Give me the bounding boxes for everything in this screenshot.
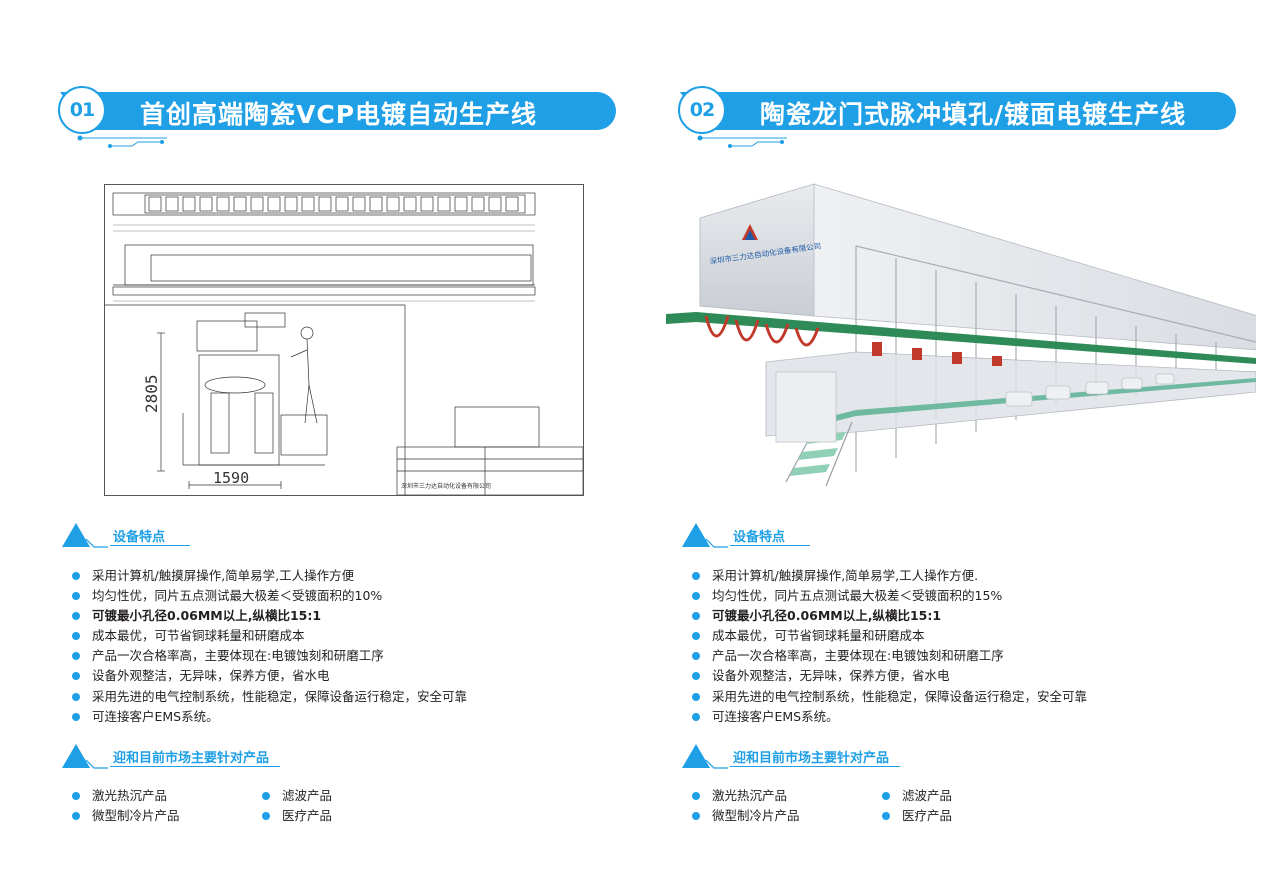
list-item: 采用计算机/触摸屏操作,简单易学,工人操作方便 [72, 566, 467, 586]
triangle-icon [62, 744, 108, 769]
section-number: 01 [58, 86, 106, 134]
products-heading-label: 迎和目前市场主要针对产品 [113, 751, 270, 766]
page-01: 01 首创高端陶瓷VCP电镀自动生产线 [40, 0, 660, 874]
title-banner: 02 陶瓷龙门式脉冲填孔/镀面电镀生产线 [678, 86, 1238, 150]
page-title: 首创高端陶瓷VCP电镀自动生产线 [140, 100, 538, 129]
list-item: 采用先进的电气控制系统，性能稳定，保障设备运行稳定，安全可靠 [692, 687, 1087, 707]
list-item: 均匀性优，同片五点测试最大极差＜受镀面积的15% [692, 586, 1087, 606]
list-item: 可镀最小孔径0.06MM以上,纵横比15:1 [72, 606, 467, 626]
list-item: 医疗产品 [882, 806, 952, 826]
list-item: 激光热沉产品 [72, 786, 180, 806]
features-heading: 设备特点 [60, 521, 270, 549]
features-list: 采用计算机/触摸屏操作,简单易学,工人操作方便. 均匀性优，同片五点测试最大极差… [692, 566, 1087, 727]
triangle-icon [62, 523, 108, 548]
equipment-photo: 深圳市三力达自动化设备有限公司 [666, 182, 1259, 500]
circuit-decoration [697, 135, 787, 148]
list-item: 滤波产品 [262, 786, 332, 806]
list-item: 采用计算机/触摸屏操作,简单易学,工人操作方便. [692, 566, 1087, 586]
production-line-illustration: 深圳市三力达自动化设备有限公司 [666, 183, 1259, 487]
dimension-height: 2805 [142, 374, 161, 413]
list-item: 可连接客户EMS系统。 [692, 707, 1087, 727]
list-item: 微型制冷片产品 [692, 806, 800, 826]
equipment-drawing: 2805 1590 深圳市三力达自动化设备有限公司 [104, 184, 584, 496]
list-item: 设备外观整洁，无异味，保养方便，省水电 [72, 666, 467, 686]
list-item: 滤波产品 [882, 786, 952, 806]
products-heading: 迎和目前市场主要针对产品 [680, 742, 900, 770]
list-item: 医疗产品 [262, 806, 332, 826]
list-item: 采用先进的电气控制系统，性能稳定，保障设备运行稳定，安全可靠 [72, 687, 467, 707]
list-item: 均匀性优，同片五点测试最大极差＜受镀面积的10% [72, 586, 467, 606]
features-heading: 设备特点 [680, 521, 890, 549]
list-item: 设备外观整洁，无异味，保养方便，省水电 [692, 666, 1087, 686]
page-02: 02 陶瓷龙门式脉冲填孔/镀面电镀生产线 [660, 0, 1280, 874]
products-heading: 迎和目前市场主要针对产品 [60, 742, 280, 770]
list-item: 激光热沉产品 [692, 786, 800, 806]
list-item: 成本最优，可节省铜球耗量和研磨成本 [72, 626, 467, 646]
products-list-col1: 激光热沉产品 微型制冷片产品 [72, 786, 180, 826]
list-item: 可连接客户EMS系统。 [72, 707, 467, 727]
products-list-col2: 滤波产品 医疗产品 [262, 786, 332, 826]
list-item: 可镀最小孔径0.06MM以上,纵横比15:1 [692, 606, 1087, 626]
features-heading-label: 设备特点 [733, 530, 786, 545]
list-item: 微型制冷片产品 [72, 806, 180, 826]
technical-drawing-svg: 2805 1590 深圳市三力达自动化设备有限公司 [105, 192, 584, 496]
circuit-decoration [77, 135, 167, 148]
section-number: 02 [678, 86, 726, 134]
products-list-col1: 激光热沉产品 微型制冷片产品 [692, 786, 800, 826]
list-item: 产品一次合格率高，主要体现在:电镀蚀刻和研磨工序 [72, 646, 467, 666]
products-list-col2: 滤波产品 医疗产品 [882, 786, 952, 826]
drawing-company: 深圳市三力达自动化设备有限公司 [401, 482, 491, 490]
features-heading-label: 设备特点 [113, 530, 166, 545]
list-item: 成本最优，可节省铜球耗量和研磨成本 [692, 626, 1087, 646]
dimension-width: 1590 [213, 469, 249, 487]
page-title: 陶瓷龙门式脉冲填孔/镀面电镀生产线 [760, 100, 1187, 129]
triangle-icon [682, 744, 728, 769]
features-list: 采用计算机/触摸屏操作,简单易学,工人操作方便 均匀性优，同片五点测试最大极差＜… [72, 566, 467, 727]
list-item: 产品一次合格率高，主要体现在:电镀蚀刻和研磨工序 [692, 646, 1087, 666]
products-heading-label: 迎和目前市场主要针对产品 [733, 751, 890, 766]
triangle-icon [682, 523, 728, 548]
title-banner: 01 首创高端陶瓷VCP电镀自动生产线 [58, 86, 618, 150]
